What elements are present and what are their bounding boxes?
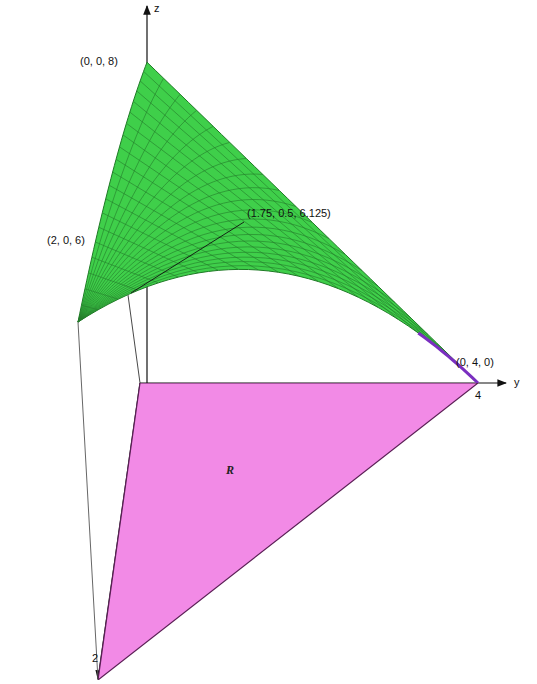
tick-label: 4	[475, 389, 481, 401]
drop-line	[128, 295, 140, 383]
surface-fill	[78, 62, 478, 383]
mesh-line	[78, 252, 412, 322]
region-triangle: R	[98, 383, 478, 680]
drop-line	[78, 322, 98, 680]
surface-mesh	[78, 62, 478, 383]
point-label: (0, 4, 0)	[456, 356, 494, 368]
region-fill	[98, 383, 478, 680]
region-label: R	[226, 463, 234, 478]
axis-label: z	[154, 2, 160, 14]
point-label: (1.75, 0.5, 6.125)	[247, 207, 331, 219]
mesh-line	[78, 210, 313, 322]
point-label: (2, 0, 6)	[47, 234, 85, 246]
leader-line	[131, 222, 244, 293]
mesh-line	[78, 227, 346, 322]
tick-label: 2	[92, 652, 98, 664]
mesh-line	[78, 247, 395, 322]
mesh-line	[78, 266, 461, 367]
axis-label: y	[514, 376, 520, 388]
point-label: (0, 0, 8)	[80, 55, 118, 67]
mesh-line	[78, 78, 164, 322]
mesh-line	[78, 257, 428, 335]
mesh-line	[78, 262, 445, 351]
region-shape	[98, 383, 478, 680]
